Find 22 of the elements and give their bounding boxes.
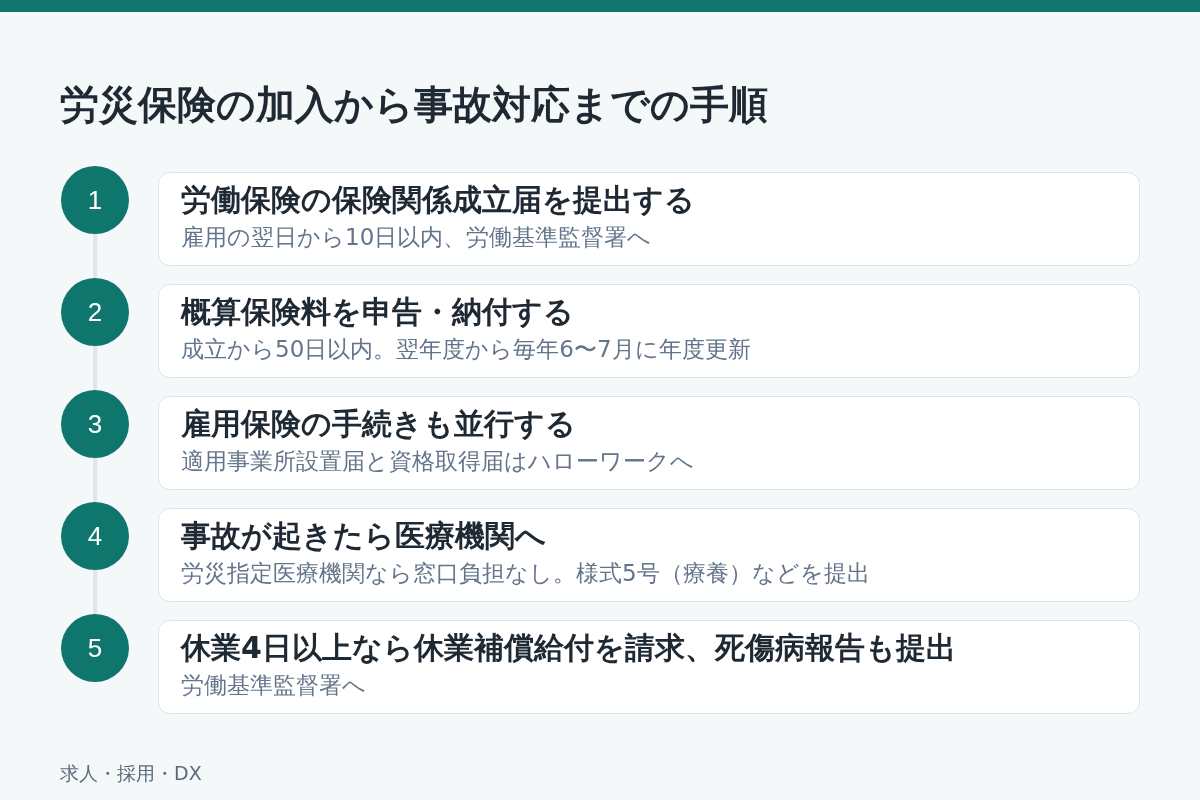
step-description: 労災指定医療機関なら窓口負担なし。様式5号（療養）などを提出	[181, 559, 870, 588]
step-number-circle: 2	[61, 278, 129, 346]
step-title: 労働保険の保険関係成立届を提出する	[181, 181, 695, 219]
step-description: 労働基準監督署へ	[181, 671, 366, 700]
step-card	[158, 396, 1140, 490]
step-card	[158, 508, 1140, 602]
step-card	[158, 172, 1140, 266]
title: 労災保険の加入から事故対応までの手順	[60, 81, 768, 129]
step-card	[158, 284, 1140, 378]
step-description: 雇用の翌日から10日以内、労働基準監督署へ	[181, 223, 652, 252]
step-number-circle: 4	[61, 502, 129, 570]
step-card	[158, 620, 1140, 714]
step-description: 成立から50日以内。翌年度から毎年6〜7月に年度更新	[181, 335, 751, 364]
footer-text: 求人・採用・DX	[60, 761, 202, 786]
step-number-circle: 5	[61, 614, 129, 682]
step-number-circle: 1	[61, 166, 129, 234]
step-description: 適用事業所設置届と資格取得届はハローワークへ	[181, 447, 694, 476]
step-number-circle: 3	[61, 390, 129, 458]
step-title: 雇用保険の手続きも並行する	[181, 405, 576, 443]
step-title: 事故が起きたら医療機関へ	[181, 517, 546, 555]
step-title: 休業4日以上なら休業補償給付を請求、死傷病報告も提出	[181, 629, 956, 667]
step-title: 概算保険料を申告・納付する	[181, 293, 574, 331]
